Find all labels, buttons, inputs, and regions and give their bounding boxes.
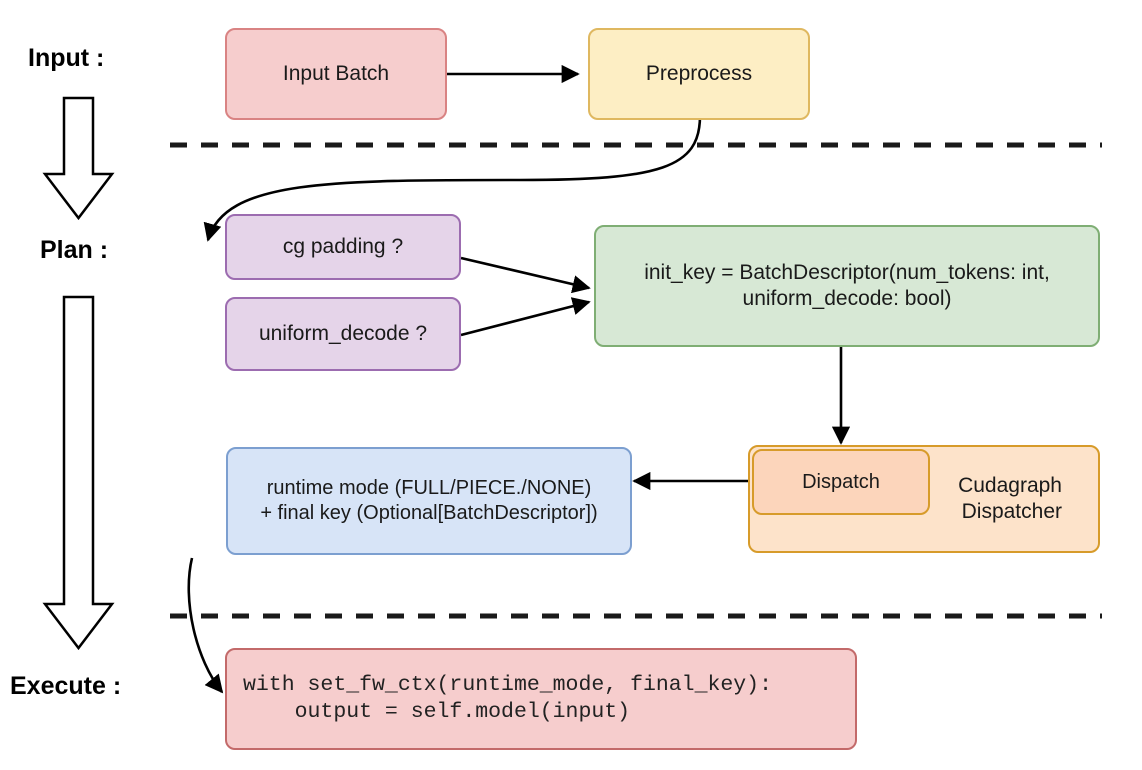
node-preprocess-label: Preprocess	[645, 61, 753, 85]
node-exec-code-line2: output = self.model(input)	[243, 700, 631, 724]
edge-cg-padding-to-init-key	[460, 256, 591, 294]
node-preprocess[interactable]: Preprocess	[588, 28, 810, 120]
node-dispatch-label: Dispatch	[802, 470, 880, 493]
node-init-key[interactable]: init_key = BatchDescriptor(num_tokens: i…	[594, 225, 1100, 347]
node-runtime-mode-line2: + final key (Optional[BatchDescriptor])	[260, 502, 598, 524]
node-exec-code-line1: with set_fw_ctx(runtime_mode, final_key)…	[243, 673, 772, 698]
node-runtime-mode-line1: runtime mode (FULL/PIECE./NONE)	[266, 477, 592, 499]
stage-label-input: Input :	[28, 44, 105, 72]
edge-uniform-decode-to-init-key	[460, 297, 591, 337]
node-dispatch[interactable]: Dispatch	[752, 449, 930, 515]
node-cg-padding[interactable]: cg padding ?	[225, 214, 461, 280]
stage-label-execute: Execute :	[10, 672, 122, 700]
node-uniform-decode-label: uniform_decode ?	[258, 321, 428, 345]
node-init-key-line2: uniform_decode: bool)	[742, 287, 952, 310]
node-init-key-line1: init_key = BatchDescriptor(num_tokens: i…	[644, 260, 1050, 284]
node-cg-padding-label: cg padding ?	[282, 234, 404, 258]
node-input-batch-label: Input Batch	[282, 61, 390, 85]
node-runtime-mode[interactable]: runtime mode (FULL/PIECE./NONE) + final …	[226, 447, 632, 555]
stage-arrow-input-to-plan	[42, 96, 115, 221]
stage-label-plan: Plan :	[40, 236, 109, 264]
stage-arrow-plan-to-execute	[42, 295, 115, 651]
node-input-batch[interactable]: Input Batch	[225, 28, 447, 120]
node-exec-code[interactable]: with set_fw_ctx(runtime_mode, final_key)…	[225, 648, 857, 750]
node-cudagraph-dispatcher-line1: Cudagraph	[958, 473, 1062, 497]
node-uniform-decode[interactable]: uniform_decode ?	[225, 297, 461, 371]
edge-runtime-mode-to-exec-code	[187, 557, 224, 694]
node-cudagraph-dispatcher-line2: Dispatcher	[961, 500, 1062, 523]
